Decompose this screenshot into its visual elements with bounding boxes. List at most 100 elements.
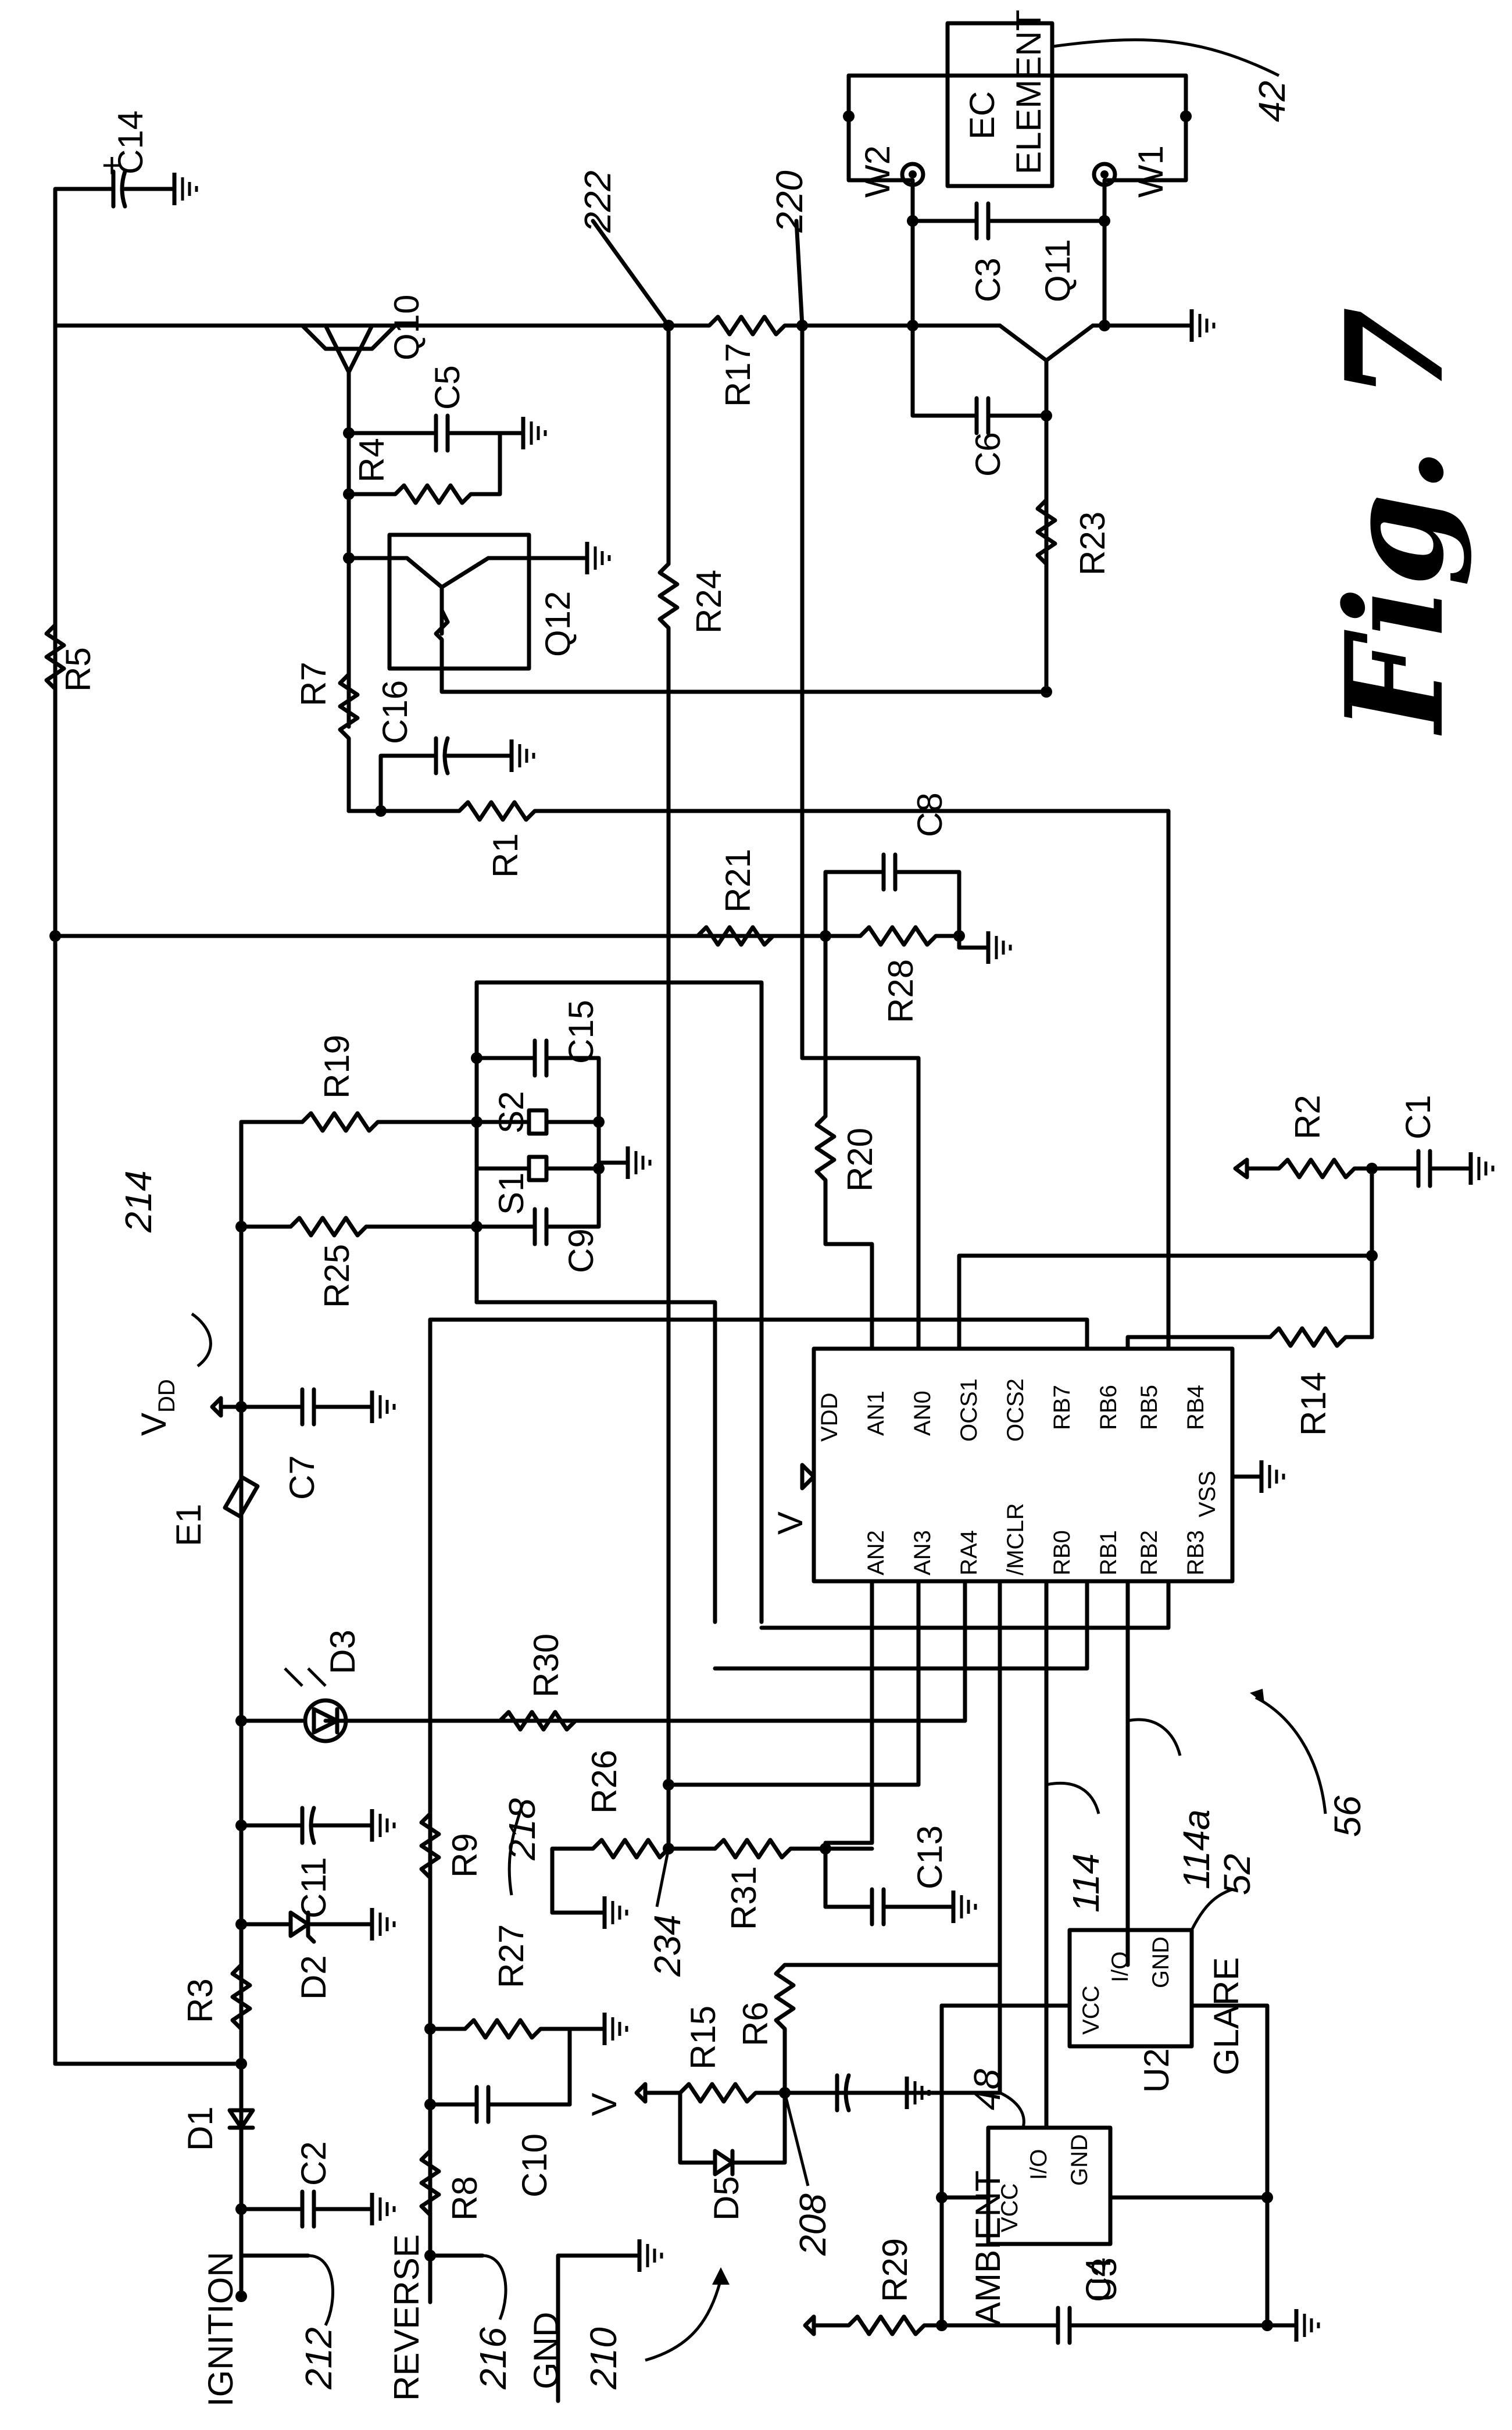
label-r9: R9 (445, 1833, 484, 1878)
label-d5: D5 (707, 2176, 746, 2221)
label-vdd-sub: DD (154, 1379, 180, 1413)
r15-d5-r6: R15 R6 D5 V 208 (585, 1963, 1002, 2256)
resistor-r17: R17 (666, 315, 915, 407)
label-r5: R5 (59, 647, 98, 692)
mcu-right-pins: AN1 AN0 OCS1 OCS2 RB7 RB6 RB5 RB4 (863, 1378, 1209, 1442)
label-r19: R19 (317, 1035, 356, 1099)
mcu-vdd: VDD (817, 1393, 842, 1442)
input-protection: C11 D2 R3 D1 C2 IGNITION 212 (53, 1806, 394, 2407)
label-c11: C11 (294, 1857, 333, 1918)
svg-text:RB5: RB5 (1136, 1385, 1162, 1430)
svg-text:RB1: RB1 (1096, 1530, 1121, 1575)
label-c5: C5 (428, 365, 467, 410)
label-w2: W2 (858, 145, 897, 198)
r21-r28-c8: R21 C8 R28 R20 (49, 792, 1010, 1351)
ref-208: 208 (792, 2193, 834, 2256)
label-c6: C6 (968, 432, 1007, 477)
label-ec: EC (963, 91, 1002, 140)
svg-text:AN2: AN2 (863, 1530, 889, 1575)
label-r1: R1 (486, 833, 525, 878)
label-glare: GLARE (1207, 1957, 1246, 2075)
capacitor-c6: C6 (910, 323, 1052, 477)
ref-52: 52 (1216, 1854, 1258, 1895)
cap-c5-res-r4: C5 R4 (343, 365, 545, 729)
svg-text:RB0: RB0 (1049, 1530, 1075, 1575)
label-r17: R17 (719, 343, 757, 407)
mcu-vss: VSS (1195, 1471, 1220, 1517)
label-c9: C9 (562, 1228, 600, 1273)
svg-text:VCC: VCC (997, 2184, 1023, 2232)
mcu-vdd-label: V (771, 1511, 810, 1535)
ref-234: 234 (646, 1914, 688, 1977)
label-r28: R28 (881, 959, 920, 1023)
ref-114a: 114a (1175, 1809, 1217, 1889)
label-ignition: IGNITION (201, 2252, 240, 2407)
ec-element: EC ELEMENT W2 W1 42 (843, 10, 1293, 223)
label-q12: Q12 (538, 591, 577, 657)
label-q10: Q10 (387, 295, 426, 360)
label-r23: R23 (1073, 512, 1112, 576)
resistor-r7: R7 (294, 662, 360, 813)
svg-text:RB3: RB3 (1183, 1530, 1209, 1575)
label-vdd-2: V (585, 2093, 624, 2116)
label-r30: R30 (527, 1634, 566, 1698)
label-c15: C15 (562, 1000, 600, 1064)
capacitor-c14: C14 + (62, 110, 196, 209)
capacitor-c16: C16 (376, 680, 534, 813)
ref-212: 212 (298, 2327, 339, 2390)
label-c2: C2 (294, 2141, 333, 2186)
transistor-q12: Q12 (343, 533, 1049, 694)
label-c13: C13 (910, 1825, 949, 1889)
label-r6: R6 (736, 2002, 775, 2046)
svg-text:I/O: I/O (1026, 2149, 1052, 2180)
label-d2: D2 (294, 1955, 333, 2000)
svg-text:/MCLR: /MCLR (1003, 1503, 1028, 1575)
supply-rail (53, 187, 828, 2304)
svg-text:OCS1: OCS1 (956, 1378, 982, 1442)
resistor-r24: R24 222 (577, 170, 728, 1804)
resistor-r5: R5 (44, 623, 98, 692)
r26-r31-c13: R26 R31 C13 234 (550, 1750, 975, 1977)
r29-c4: R29 C4 (803, 2238, 1318, 2345)
svg-text:OCS2: OCS2 (1003, 1378, 1028, 1442)
svg-text:GND: GND (1148, 1936, 1174, 1988)
label-w1: W1 (1131, 145, 1170, 198)
svg-text:RB7: RB7 (1049, 1385, 1075, 1430)
label-d1: D1 (181, 2106, 220, 2151)
label-c3: C3 (968, 258, 1007, 302)
label-c7: C7 (283, 1455, 321, 1500)
label-s2: S2 (492, 1091, 531, 1134)
label-r27: R27 (492, 1924, 531, 1988)
resistor-r1: R1 (346, 800, 1171, 1351)
label-r26: R26 (585, 1750, 624, 1814)
label-r24: R24 (689, 570, 728, 634)
ref-42: 42 (1251, 81, 1293, 122)
capacitor-c3: C3 (907, 201, 1110, 328)
ref-220: 220 (768, 170, 810, 233)
label-r3: R3 (181, 1978, 220, 2023)
svg-text:VCC: VCC (1078, 1986, 1104, 2035)
label-r4: R4 (352, 438, 391, 483)
label-element: ELEMENT (1009, 10, 1048, 174)
label-r20: R20 (841, 1128, 880, 1192)
vdd-section: V DD C7 E1 214 (117, 1170, 394, 1546)
svg-text:RB4: RB4 (1183, 1385, 1209, 1430)
label-r2: R2 (1288, 1095, 1327, 1139)
svg-text:AN3: AN3 (910, 1530, 935, 1575)
label-r31: R31 (724, 1866, 763, 1930)
svg-text:RB2: RB2 (1136, 1530, 1162, 1575)
ref-216: 216 (472, 2327, 514, 2390)
label-c4: C4 (1079, 2257, 1118, 2302)
label-u2: U2 (1137, 2048, 1176, 2093)
reverse-input: R9 R27 218 R8 C10 REVERSE 216 (387, 1798, 627, 2401)
svg-text:RA4: RA4 (956, 1530, 982, 1575)
svg-text:RB6: RB6 (1096, 1385, 1121, 1430)
label-r14: R14 (1294, 1372, 1333, 1436)
led-d3-r30: D3 R30 (235, 1629, 967, 1743)
label-e1: E1 (169, 1504, 208, 1546)
label-u3: U3 (1085, 2257, 1124, 2302)
ref-56: 56 (1327, 1795, 1368, 1837)
label-ambient: AMBIENT (968, 2170, 1007, 2325)
svg-text:+: + (102, 146, 122, 185)
